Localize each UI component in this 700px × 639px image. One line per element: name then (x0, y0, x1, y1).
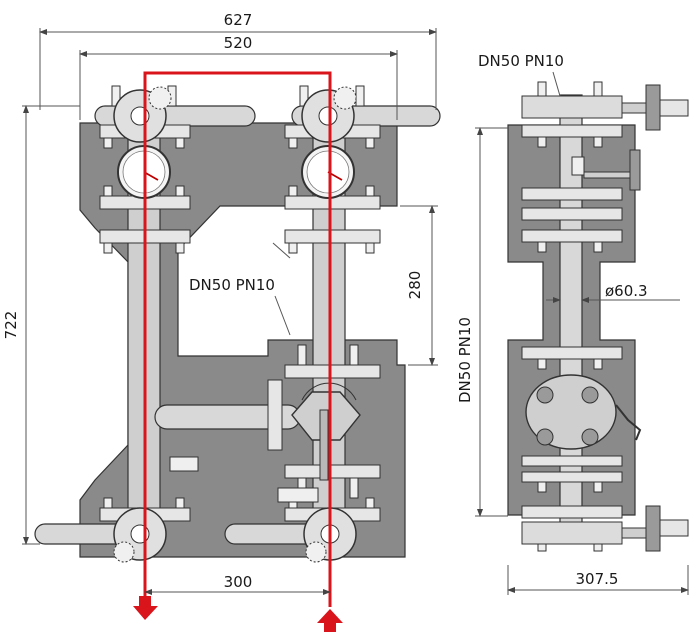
flow-loop-line (143, 71, 332, 607)
dim-flange-width: 520 (224, 34, 253, 52)
ball-valve-top-right (301, 86, 357, 143)
side-bottom-valve (521, 505, 689, 552)
dim-overall-width: 627 (224, 11, 253, 29)
ball-valve-bottom-left (113, 507, 167, 563)
side-dimensions (475, 71, 689, 595)
side-top-valve (521, 84, 689, 131)
thermometer-gauge-right (301, 145, 355, 199)
inflow-arrow (317, 609, 343, 623)
side-mixing-valve (525, 374, 642, 450)
three-way-mixing-valve (154, 379, 361, 481)
dim-height: 722 (2, 311, 20, 340)
side-gauge-stem (571, 149, 641, 191)
front-dimensions (22, 28, 438, 595)
dim-pipe-spacing: 300 (224, 573, 253, 591)
front-view (34, 71, 441, 632)
side-dim-width: 307.5 (576, 570, 619, 588)
dim-gap: 280 (406, 271, 424, 300)
side-vertical-pipe-label: DN50 PN10 (456, 317, 474, 403)
outflow-arrow (133, 606, 158, 620)
ball-valve-top-left (113, 86, 172, 143)
small-fitting-2 (277, 487, 319, 503)
side-pipe-diameter: ø60.3 (605, 282, 648, 300)
front-pipe-label: DN50 PN10 (189, 276, 275, 294)
small-fitting-1 (169, 456, 199, 472)
side-view (507, 81, 689, 552)
side-top-pipe-label: DN50 PN10 (478, 52, 564, 70)
